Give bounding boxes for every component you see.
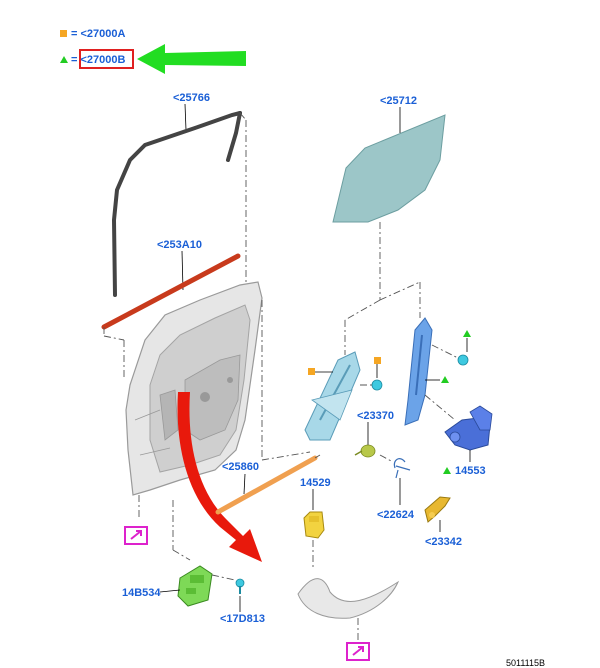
regulator-right-part (404, 317, 433, 426)
green-arrow-icon (137, 44, 246, 74)
regulator-bolts-label: <23370 (357, 410, 394, 422)
belt-strip-label: <253A10 (157, 239, 202, 251)
glass-label: <25712 (380, 95, 417, 107)
bracket-label: <23342 (425, 536, 462, 548)
module-part (177, 565, 213, 607)
figure-reference: 5011115B (506, 658, 545, 668)
trim-strip-part (215, 455, 318, 515)
run-channel-part (111, 111, 242, 297)
triangle-marker-icon (463, 330, 471, 337)
run-channel-label: <25766 (173, 92, 210, 104)
lower-trim-part (297, 578, 400, 619)
triangle-marker-icon (441, 376, 449, 383)
legend-triangle-icon (60, 56, 68, 63)
fastener-icon (371, 379, 383, 391)
connector-part (303, 511, 325, 539)
clip-part (393, 458, 411, 479)
motor-part (444, 405, 493, 451)
connector-part-label: 14529 (300, 477, 331, 489)
bolt-part (235, 578, 245, 594)
regulator-left-part (304, 351, 361, 441)
module-label: 14B534 (122, 587, 161, 599)
callout-box-right (346, 642, 370, 661)
belt-weatherstrip-part (101, 253, 241, 330)
motor-label: 14553 (455, 465, 486, 477)
bracket-part (424, 496, 451, 523)
fastener-icon (457, 354, 469, 366)
clip-label: <22624 (377, 509, 415, 521)
legend-triangle-label: = <27000B (71, 54, 125, 66)
trim-strip-label: <25860 (222, 461, 259, 473)
legend-square-label: = <27000A (71, 28, 125, 40)
legend-square-icon (60, 30, 67, 37)
red-arrow-icon (177, 392, 262, 562)
bolt-label: <17D813 (220, 613, 265, 625)
triangle-marker-icon (443, 467, 451, 474)
square-marker-icon (374, 357, 381, 364)
callout-box-left (124, 526, 148, 545)
glass-part (332, 114, 446, 223)
highlight-box (79, 49, 134, 69)
square-marker-icon (308, 368, 315, 375)
regulator-bolts-part (354, 444, 376, 458)
door-frame-part (125, 281, 263, 496)
